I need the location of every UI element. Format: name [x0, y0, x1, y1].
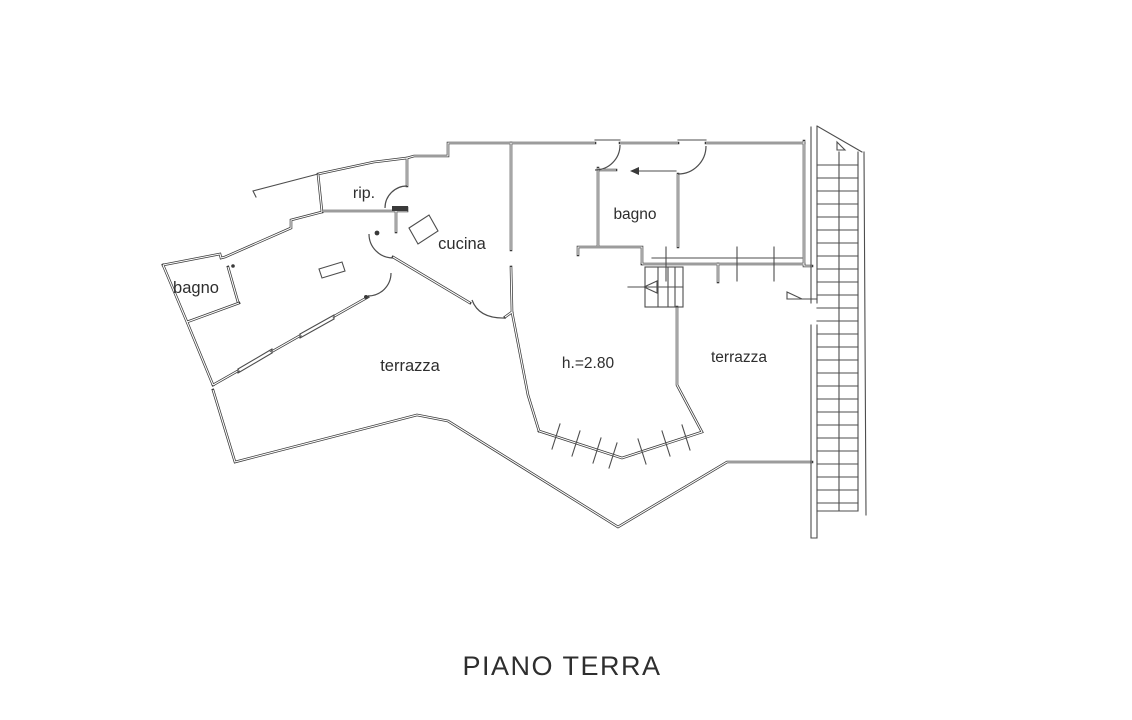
room-labels: rip. bagno cucina bagno terrazza h.=2.80…	[173, 185, 767, 375]
steps-arrow-icon	[642, 280, 658, 294]
height-annotation: h.=2.80	[562, 355, 615, 372]
door-leaf	[408, 214, 439, 245]
south-wall-sill	[651, 246, 803, 282]
walls	[161, 139, 814, 529]
staircase-left-wall	[810, 126, 818, 539]
window-glyphs	[237, 314, 335, 374]
main-room-southeast-wall	[503, 265, 541, 433]
sill-mark	[392, 206, 408, 211]
room-label-rip: rip.	[353, 185, 375, 202]
bathroom-door-arc-2	[677, 145, 707, 175]
door-hinge-dot	[364, 295, 368, 299]
room-fixture	[318, 261, 346, 279]
steps-treads	[627, 266, 684, 308]
slide-arrow-icon	[630, 167, 639, 175]
top-exterior-wall	[405, 141, 806, 160]
terrace-access-arrow-icon	[786, 291, 803, 300]
room-label-terrazza-left: terrazza	[380, 357, 440, 375]
railing-ticks	[551, 423, 691, 469]
boundary-line	[252, 173, 319, 198]
room-label-cucina: cucina	[438, 235, 487, 253]
room-label-bagno-left: bagno	[173, 279, 219, 297]
staircase-treads	[816, 164, 859, 504]
room-label-bagno-right: bagno	[613, 206, 656, 223]
terrace-door-arc	[471, 299, 507, 319]
bathroom-door-arc-1	[594, 144, 621, 171]
terrace-parapet	[211, 388, 814, 529]
stairs-direction-arrow-icon	[836, 140, 847, 151]
staircase-outline	[816, 125, 867, 516]
room-label-terrazza-right: terrazza	[711, 349, 767, 366]
kitchen-door-arc	[368, 233, 394, 259]
wing-north-wall	[161, 210, 324, 267]
plan-title: PIANO TERRA	[462, 651, 661, 681]
internal-steps	[627, 266, 684, 308]
door-arcs	[231, 144, 707, 319]
wing-door-arc	[367, 272, 392, 297]
door-hinge-dot	[231, 264, 235, 268]
storage-door-arc	[384, 185, 408, 209]
staircase	[786, 125, 867, 539]
thin-lines	[237, 139, 818, 469]
window-gaps	[238, 314, 334, 374]
door-hinge-dot	[374, 230, 380, 236]
